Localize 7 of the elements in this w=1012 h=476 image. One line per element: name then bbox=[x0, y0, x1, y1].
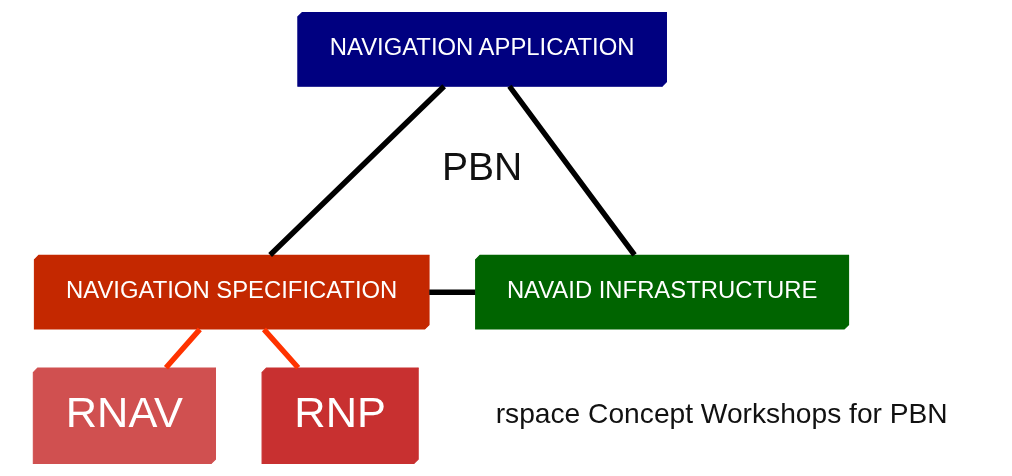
connector bbox=[261, 327, 301, 370]
connector bbox=[268, 84, 446, 257]
label: rspace Concept Workshops for PBN bbox=[495, 396, 948, 429]
connector bbox=[507, 84, 637, 257]
label: PBN bbox=[442, 145, 523, 189]
connector bbox=[429, 289, 476, 295]
connector bbox=[163, 327, 202, 370]
